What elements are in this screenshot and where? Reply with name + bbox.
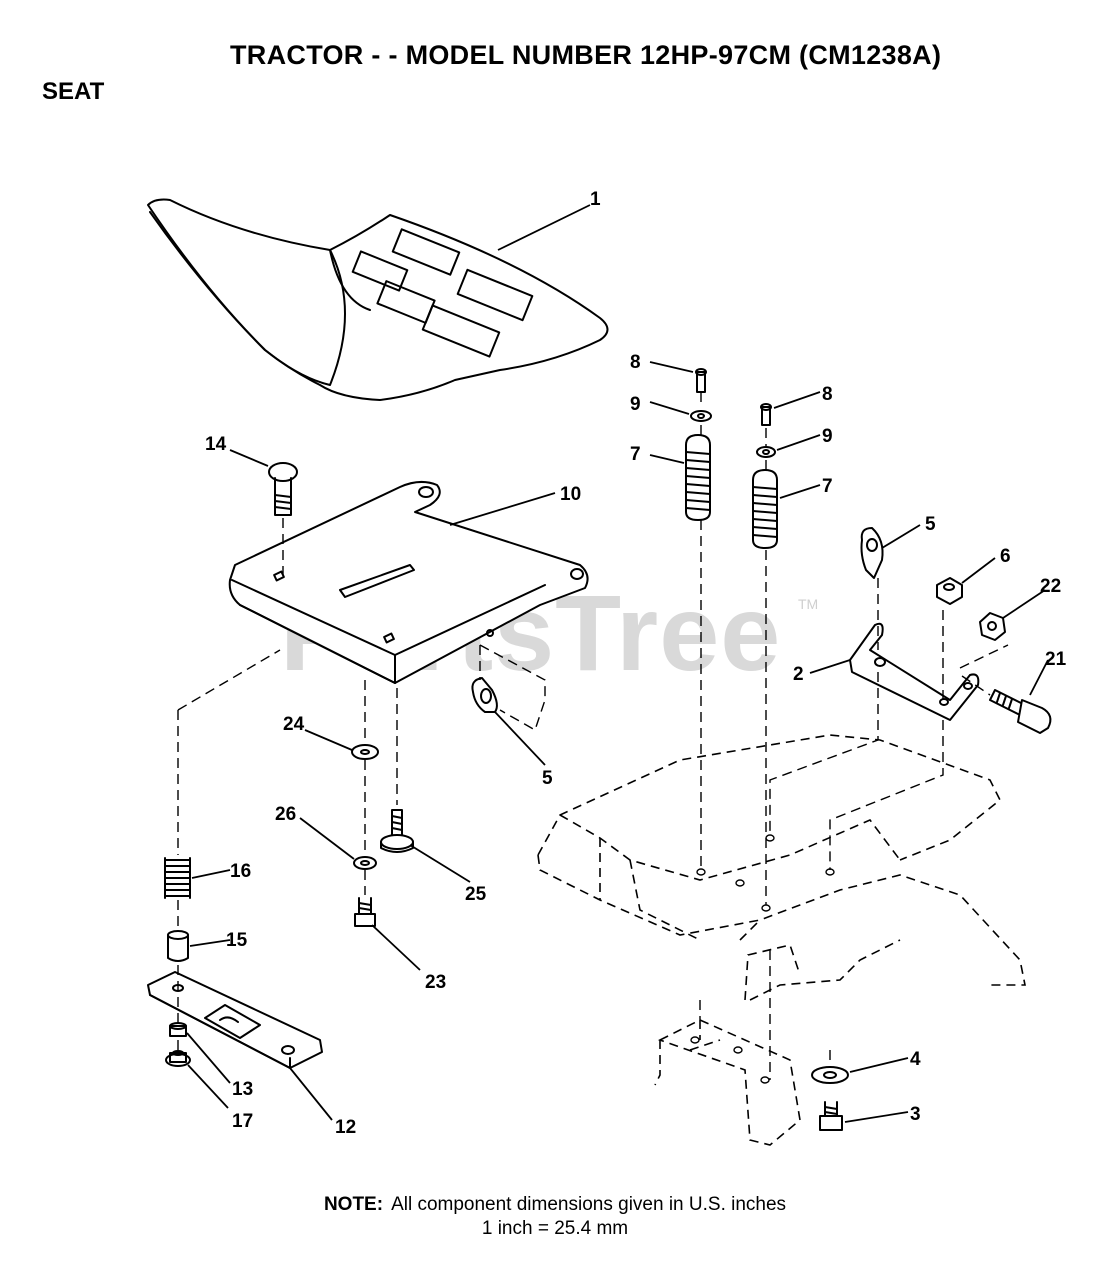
dimension-note: NOTE: All component dimensions given in U… — [0, 1193, 1110, 1241]
callout-13: 13 — [232, 1079, 253, 1100]
washer-part-9b — [756, 446, 776, 458]
pin-part-8b — [760, 403, 772, 426]
tractor-frame-phantom — [537, 734, 1026, 1146]
callout-16: 16 — [230, 861, 251, 882]
watermark-trademark: TM — [798, 596, 819, 612]
callout-6: 6 — [1000, 546, 1011, 567]
bolt-part-23 — [354, 897, 376, 927]
washer-part-9a — [690, 410, 712, 422]
nut-part — [169, 1022, 187, 1037]
callout-8a: 8 — [630, 352, 641, 373]
washer-part-24 — [351, 744, 379, 760]
callout-9b: 9 — [822, 426, 833, 447]
callout-9a: 9 — [630, 394, 641, 415]
callout-7a: 7 — [630, 444, 641, 465]
carriage-bolt-part — [268, 462, 298, 516]
seat-pan-part — [228, 481, 589, 684]
callout-4: 4 — [910, 1049, 921, 1070]
spring-part-7a — [685, 434, 711, 521]
callout-12: 12 — [335, 1117, 356, 1138]
pin-part-8a — [695, 368, 707, 393]
callout-8b: 8 — [822, 384, 833, 405]
seat-part — [147, 198, 609, 401]
bolt-part-3 — [819, 1101, 843, 1131]
spacer-part — [167, 930, 189, 962]
callout-5b: 5 — [925, 514, 936, 535]
callout-25: 25 — [465, 884, 487, 905]
clip-part-left — [471, 677, 498, 713]
nut-part-6 — [936, 577, 963, 605]
callout-2: 2 — [793, 664, 804, 685]
callout-3: 3 — [910, 1104, 921, 1125]
callout-17: 17 — [232, 1111, 253, 1132]
callout-7b: 7 — [822, 476, 833, 497]
assembly-lines — [177, 392, 1009, 1080]
frame-holes — [690, 834, 835, 1084]
callout-23: 23 — [425, 972, 446, 993]
bracket-part — [849, 622, 980, 721]
callout-14: 14 — [205, 434, 227, 455]
spring-part-left — [164, 857, 191, 899]
flange-nut-part — [165, 1050, 191, 1067]
callout-24: 24 — [283, 714, 305, 735]
lock-washer-part — [353, 856, 377, 870]
nut-part-22 — [979, 612, 1006, 641]
note-line-2: 1 inch = 25.4 mm — [481, 1218, 629, 1239]
page-title: TRACTOR - - MODEL NUMBER 12HP-97CM (CM12… — [230, 40, 942, 70]
note-label: NOTE: — [323, 1194, 384, 1215]
shoulder-bolt-part — [989, 689, 1052, 734]
callout-21: 21 — [1045, 649, 1067, 670]
shoulder-screw-part — [380, 809, 414, 853]
callout-22: 22 — [1040, 576, 1061, 597]
callout-10: 10 — [560, 484, 581, 505]
callout-5a: 5 — [542, 768, 553, 789]
note-line-1: All component dimensions given in U.S. i… — [391, 1194, 787, 1215]
spring-part-7b — [752, 469, 778, 549]
leader-lines — [186, 204, 1049, 1123]
section-label: SEAT — [42, 78, 105, 105]
parts-diagram: 1 14 10 8 9 7 8 9 7 5 6 22 21 2 5 24 26 … — [147, 189, 1067, 1146]
callout-15: 15 — [226, 930, 248, 951]
callout-26: 26 — [275, 804, 296, 825]
washer-part-4 — [811, 1066, 849, 1084]
clip-part-right — [860, 527, 884, 579]
callout-1: 1 — [590, 189, 601, 210]
